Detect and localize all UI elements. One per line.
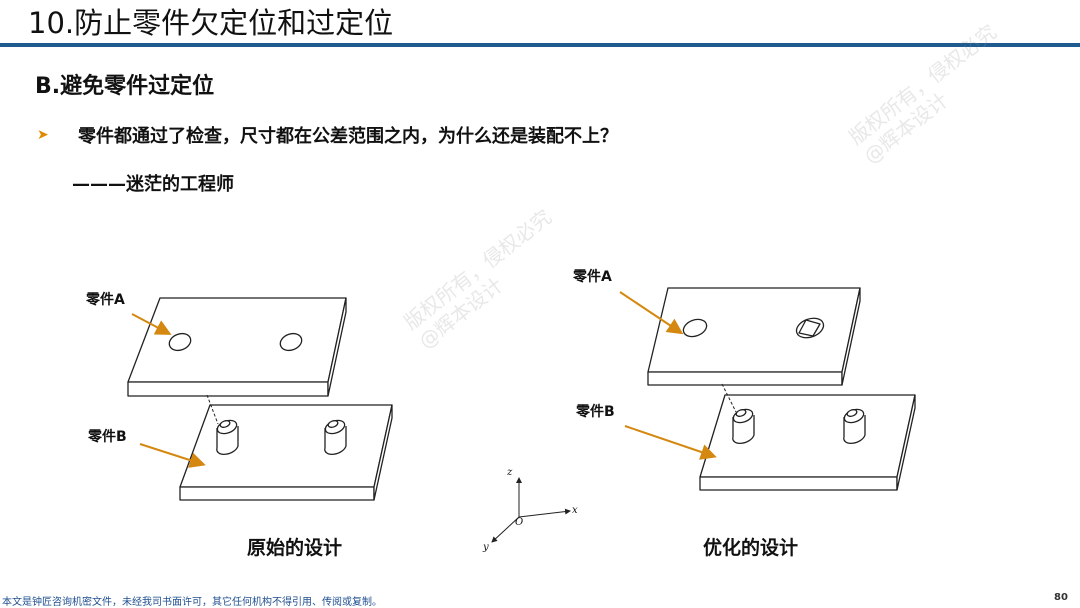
- right-arrow-b: [624, 425, 717, 460]
- quote-author: ———迷茫的工程师: [72, 174, 234, 195]
- axis-label-y: y: [483, 542, 489, 553]
- right-label-part-b: 零件B: [576, 404, 615, 420]
- alignment-line-right: [721, 383, 737, 413]
- right-arrow-a: [619, 291, 684, 335]
- footer-notice: 本文是钟匠咨询机密文件，未经我司书面许可，其它任何机构不得引用、传阅或复制。: [2, 597, 382, 608]
- left-caption: 原始的设计: [247, 537, 343, 559]
- title-divider: [0, 43, 1080, 47]
- bullet-question: 零件都通过了检查，尺寸都在公差范围之内，为什么还是装配不上？: [78, 126, 618, 147]
- left-part-b-plate: [179, 404, 393, 501]
- left-label-part-b: 零件B: [88, 429, 127, 445]
- right-caption: 优化的设计: [703, 537, 799, 559]
- left-arrow-a: [131, 313, 172, 335]
- axis-label-x: x: [572, 505, 578, 516]
- right-part-b-plate: [699, 394, 916, 491]
- right-label-part-a: 零件A: [573, 269, 612, 285]
- section-heading: B.避免零件过定位: [35, 74, 215, 99]
- left-label-part-a: 零件A: [86, 292, 125, 308]
- right-part-a-plate: [647, 287, 861, 386]
- alignment-line-left: [206, 394, 219, 425]
- axis-label-z: z: [507, 467, 513, 478]
- page-title: 10.防止零件欠定位和过定位: [28, 6, 394, 40]
- page-number: 80: [1054, 592, 1068, 603]
- left-arrow-b: [139, 443, 206, 468]
- axis-label-origin: O: [515, 517, 524, 528]
- coordinate-axes: [491, 477, 571, 543]
- bullet-arrow-icon: ➤: [37, 127, 49, 143]
- left-part-a-plate: [127, 297, 347, 397]
